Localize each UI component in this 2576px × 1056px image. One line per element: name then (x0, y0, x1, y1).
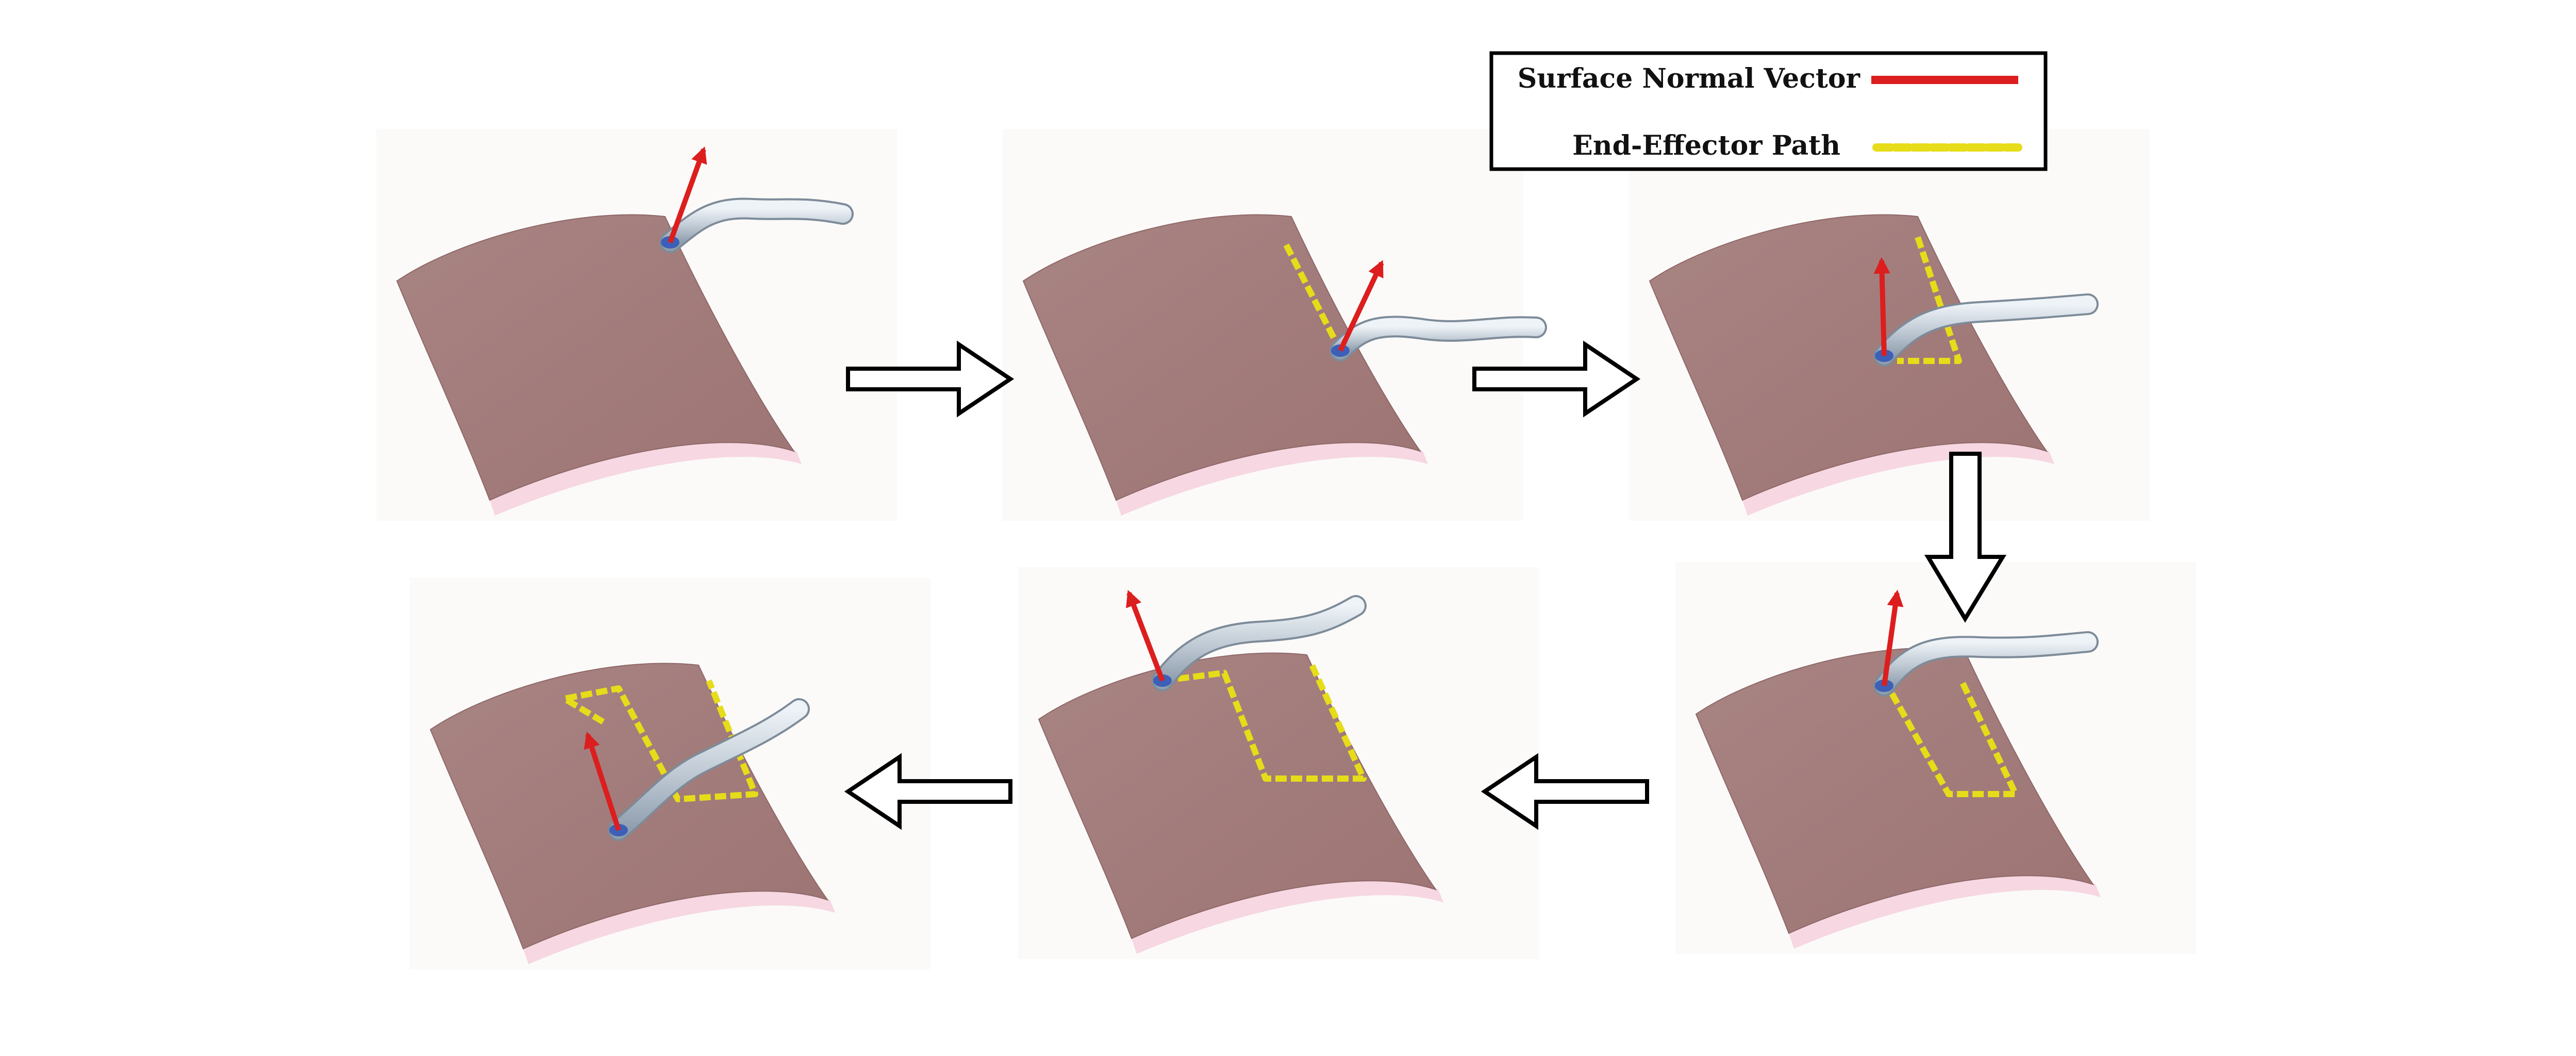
surface-normal-arrow (1873, 257, 1890, 356)
catheter-body (1332, 318, 1545, 359)
legend-label-path: End-Effector Path (1572, 130, 1840, 161)
flow-arrow-4-to-5 (1481, 753, 1649, 830)
catheter-body (1154, 597, 1365, 689)
tissue-surface (429, 663, 829, 950)
panel-5 (1018, 567, 1539, 959)
flow-arrow-1-to-2 (846, 340, 1015, 418)
end-effector-path (1162, 664, 1367, 782)
catheter-body (610, 700, 808, 839)
flow-arrow-2-to-3 (1472, 340, 1641, 418)
legend: Surface Normal Vector End-Effector Path (1489, 51, 2048, 171)
panels-layer (376, 129, 2196, 969)
surface-normal-arrow (1126, 590, 1165, 682)
end-effector-path (561, 679, 758, 802)
tissue-surface (1695, 647, 2095, 934)
tissue-underside (1742, 442, 2054, 516)
tissue-underside (490, 442, 802, 516)
tissue-underside (1789, 876, 2101, 949)
flow-arrow-5-to-6 (844, 753, 1012, 830)
tissue-surface (396, 214, 795, 501)
catheter-body (1875, 295, 2097, 365)
tissue-underside (523, 891, 835, 964)
tissue-underside (1132, 881, 1443, 954)
tissue-surface (1649, 214, 2048, 501)
panel-6 (410, 578, 930, 969)
panel-1 (376, 129, 897, 521)
surface-normal-arrow (1338, 260, 1384, 352)
tissue-surface (1022, 214, 1422, 501)
end-effector-path (1897, 236, 1962, 364)
flow-arrow-3-to-4 (1924, 452, 2007, 623)
panel-3 (1629, 129, 2150, 521)
surface-normal-arrow (1882, 589, 1904, 686)
panel-4 (1675, 562, 2196, 954)
end-effector-path (1283, 243, 1343, 352)
catheter-body (661, 200, 852, 251)
legend-label-normal: Surface Normal Vector (1518, 63, 1860, 94)
surface-normal-arrow (584, 731, 621, 831)
tissue-underside (1116, 442, 1428, 516)
surface-normal-arrow (668, 146, 707, 243)
panel-2 (1003, 129, 1547, 521)
end-effector-path (1889, 679, 2019, 797)
catheter-body (1875, 633, 2097, 695)
